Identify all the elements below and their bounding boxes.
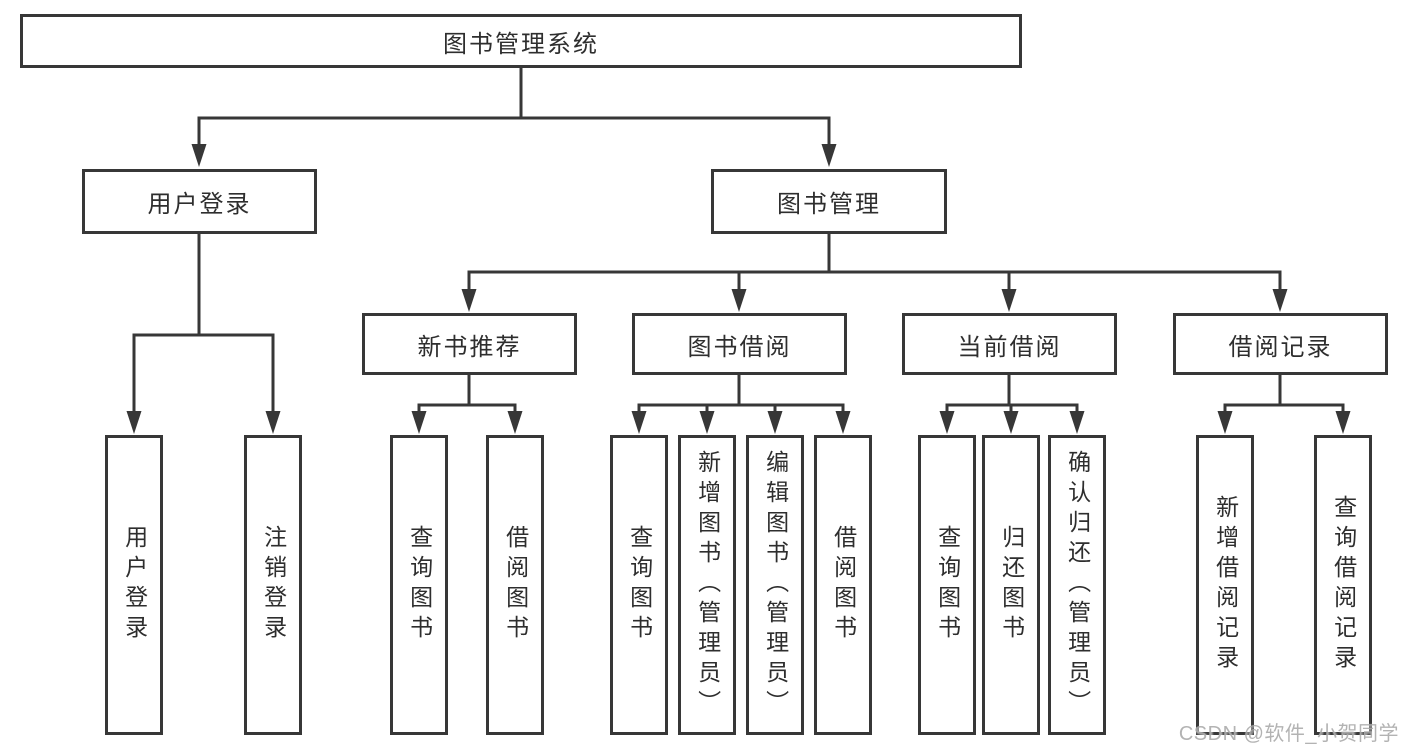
leaf-label: 注销登录 (260, 525, 287, 645)
node-current-borrow: 当前借阅 (902, 313, 1117, 375)
node-label: 用户登录 (147, 191, 252, 218)
node-book-borrow: 图书借阅 (632, 313, 847, 375)
leaf-borrow-books-recommend: 借阅图书 (486, 435, 544, 735)
csdn-watermark: CSDN @软件_小贺同学 (1178, 723, 1399, 745)
leaf-label: 确认归还（管理员） (1064, 450, 1091, 720)
leaf-user-login: 用户登录 (105, 435, 163, 735)
leaf-label: 归还图书 (998, 525, 1025, 645)
leaf-label: 借阅图书 (502, 525, 529, 645)
leaf-edit-books-admin: 编辑图书（管理员） (746, 435, 804, 735)
leaf-label: 查询借阅记录 (1330, 495, 1357, 675)
node-book-management: 图书管理 (711, 169, 947, 234)
node-label: 借阅记录 (1228, 333, 1333, 361)
leaf-label: 借阅图书 (830, 525, 857, 645)
leaf-label: 查询图书 (406, 525, 433, 645)
node-label: 当前借阅 (957, 333, 1062, 361)
leaf-label: 用户登录 (121, 525, 148, 645)
leaf-label: 编辑图书（管理员） (762, 450, 789, 720)
node-label: 图书管理 (777, 191, 881, 218)
node-label: 图书管理系统 (443, 30, 599, 58)
leaf-label: 查询图书 (626, 525, 653, 645)
leaf-query-books-current: 查询图书 (918, 435, 976, 735)
leaf-query-books-borrow: 查询图书 (610, 435, 668, 735)
node-user-login: 用户登录 (82, 169, 317, 234)
leaf-label: 新增图书（管理员） (694, 450, 721, 720)
leaf-borrow-books: 借阅图书 (814, 435, 872, 735)
node-label: 新书推荐 (417, 333, 522, 361)
node-borrow-records: 借阅记录 (1173, 313, 1388, 375)
leaf-query-books-recommend: 查询图书 (390, 435, 448, 735)
leaf-add-books-admin: 新增图书（管理员） (678, 435, 736, 735)
node-new-book-recommend: 新书推荐 (362, 313, 577, 375)
leaf-label: 查询图书 (934, 525, 961, 645)
leaf-confirm-return-admin: 确认归还（管理员） (1048, 435, 1106, 735)
leaf-return-books: 归还图书 (982, 435, 1040, 735)
leaf-query-borrow-record: 查询借阅记录 (1314, 435, 1372, 735)
leaf-add-borrow-record: 新增借阅记录 (1196, 435, 1254, 735)
leaf-label: 新增借阅记录 (1212, 495, 1239, 675)
leaf-logout: 注销登录 (244, 435, 302, 735)
node-label: 图书借阅 (687, 333, 792, 361)
node-library-management-system: 图书管理系统 (20, 14, 1022, 68)
